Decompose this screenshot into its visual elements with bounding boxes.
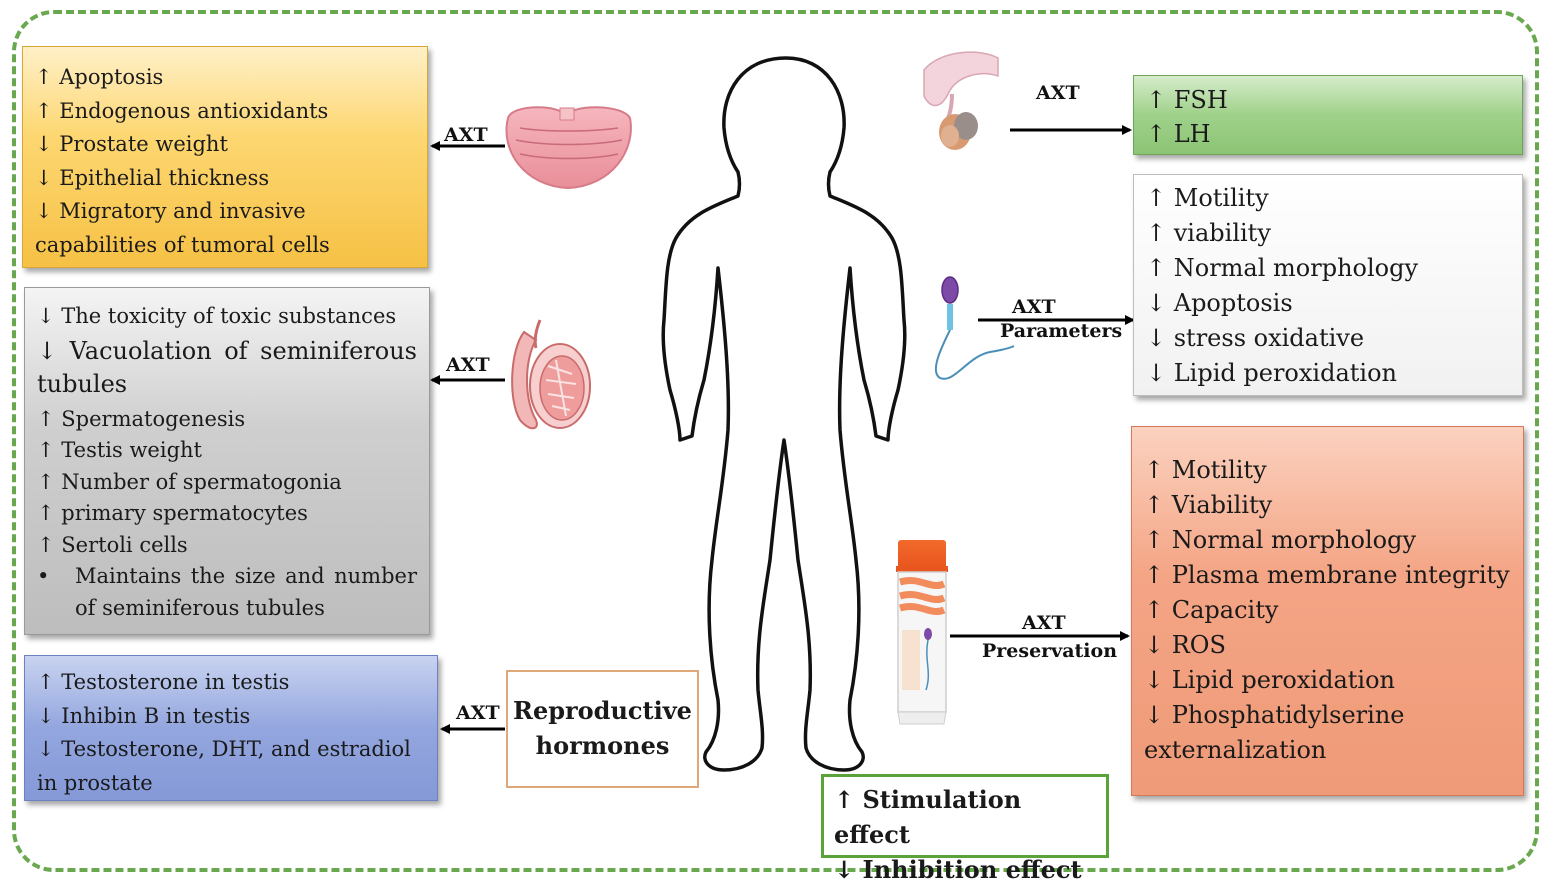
effect-line: ↑ Plasma membrane integrity [1144, 561, 1510, 590]
effect-line: ↑ Testis weight [37, 438, 202, 463]
legend-inhibition: ↓ Inhibition effect [834, 854, 1082, 884]
prostate-arrow-label: AXT [444, 124, 488, 146]
reproductive-hormones-box: Reproductive hormones [506, 670, 699, 788]
effect-line: ↑ Spermatogenesis [37, 406, 246, 431]
effect-line: ↑ Normal morphology [1146, 254, 1419, 283]
testis-effects-box: ↓ The toxicity of toxic substances ↓ Vac… [24, 287, 430, 635]
pituitary-icon [923, 51, 999, 150]
effect-line: capabilities of tumoral cells [35, 232, 330, 257]
effect-line: in prostate [37, 770, 153, 795]
effect-line: ↓ Prostate weight [35, 132, 228, 157]
preservation-arrow-label: AXT [1022, 612, 1066, 634]
preservation-effects-box: ↑ Motility ↑ Viability ↑ Normal morpholo… [1131, 426, 1524, 796]
sperm-icon [934, 276, 1015, 380]
human-body-outline [661, 56, 907, 772]
effect-line: ↑ Motility [1144, 456, 1267, 484]
effect-line: ↓ Epithelial thickness [35, 165, 270, 190]
reproductive-hormones-line2: hormones [535, 730, 670, 760]
reproductive-hormones-line1: Reproductive [513, 696, 692, 725]
effect-line: ↓ ROS [1144, 631, 1226, 660]
effect-line: ↑ Motility [1146, 184, 1269, 212]
effect-line: ↑ primary spermatocytes [37, 501, 308, 526]
effect-line: ↑ FSH [1146, 86, 1228, 114]
sperm-parameters-box: ↑ Motility ↑ viability ↑ Normal morpholo… [1133, 174, 1523, 396]
effect-line: ↓ Lipid peroxidation [1144, 666, 1395, 695]
effect-line: ↑ viability [1146, 219, 1271, 248]
bullet-item: • Maintains the size and number of semin… [37, 561, 417, 624]
prostate-icon [505, 106, 632, 190]
effect-line: ↑ Capacity [1144, 596, 1279, 625]
effect-line: ↑ Testosterone in testis [37, 670, 290, 694]
effect-line: ↓ Vacuolation of seminiferous tubules [37, 336, 417, 399]
preservation-arrow-sublabel: Preservation [982, 640, 1118, 662]
sperm-arrow-label: AXT [1012, 296, 1056, 318]
testis-icon [511, 319, 591, 430]
effect-line: ↑ Sertoli cells [37, 532, 188, 557]
prostate-effects-box: ↑ Apoptosis ↑ Endogenous antioxidants ↓ … [22, 46, 428, 268]
bullet-text: Maintains the size and number of seminif… [75, 564, 417, 620]
pituitary-effects-box: ↑ FSH ↑ LH [1133, 75, 1523, 155]
effect-line: ↓ The toxicity of toxic substances [37, 304, 397, 328]
sperm-arrow-sublabel: Parameters [1000, 320, 1123, 342]
effect-line: ↓ Lipid peroxidation [1146, 359, 1397, 388]
effect-line: ↓ stress oxidative [1146, 324, 1365, 353]
hormone-effects-box: ↑ Testosterone in testis ↓ Inhibin B in … [24, 655, 438, 801]
legend-box: ↑ Stimulation effect ↓ Inhibition effect [821, 774, 1109, 884]
testis-arrow-label: AXT [446, 354, 490, 376]
effect-line: ↑ Normal morphology [1144, 526, 1417, 555]
pituitary-arrow-label: AXT [1036, 82, 1080, 104]
effect-line: ↑ Viability [1144, 491, 1273, 520]
effect-line: ↑ LH [1146, 119, 1211, 148]
effect-line: ↓ Migratory and invasive [35, 199, 306, 224]
effect-line: ↓ Testosterone, DHT, and estradiol [37, 737, 411, 762]
effect-line: ↓ Apoptosis [1146, 289, 1293, 318]
preservation-tube-icon [896, 540, 948, 725]
bullet-marker: • [37, 564, 50, 589]
dashed-frame [12, 10, 1539, 872]
effect-line: externalization [1144, 736, 1327, 765]
hormones-arrow-label: AXT [456, 702, 500, 724]
effect-line: ↓ Phosphatidylserine [1144, 701, 1405, 730]
effect-line: ↓ Inhibin B in testis [37, 703, 251, 728]
legend-stimulation: ↑ Stimulation effect [834, 785, 1022, 849]
effect-line: ↑ Endogenous antioxidants [35, 98, 329, 123]
effect-line: ↑ Apoptosis [35, 65, 164, 89]
effect-line: ↑ Number of spermatogonia [37, 469, 342, 494]
